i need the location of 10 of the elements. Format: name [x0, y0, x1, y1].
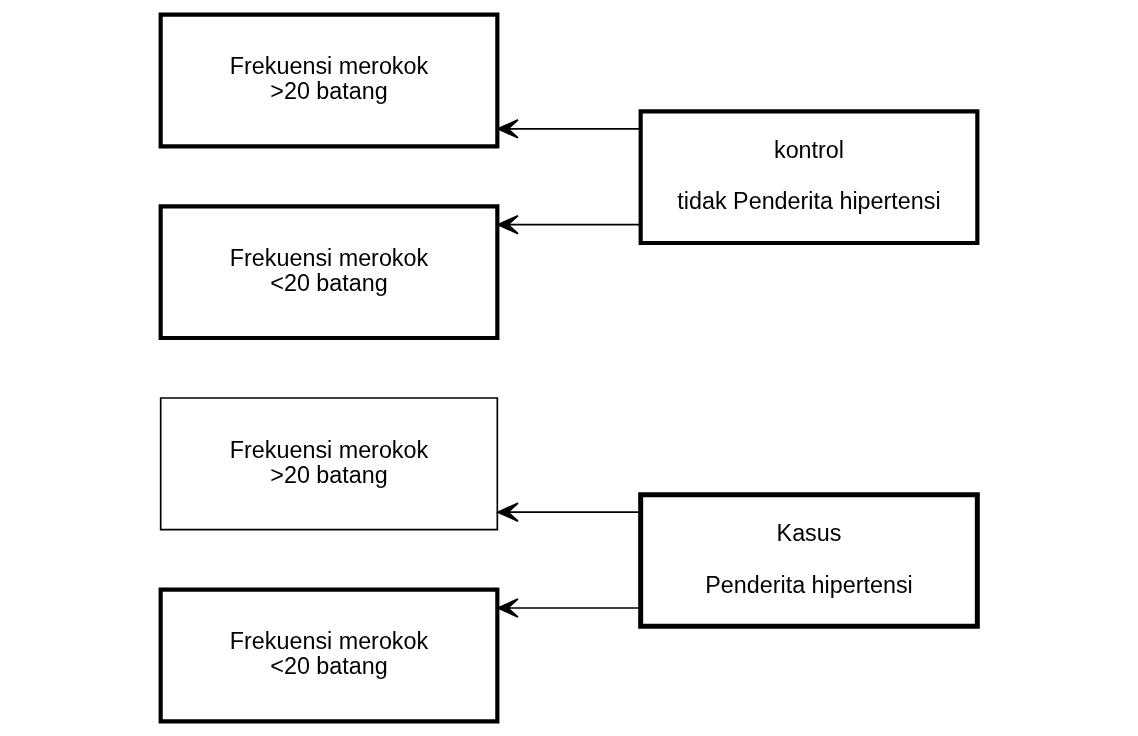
- node-box: Frekuensi merokok <20 batang: [158, 204, 500, 341]
- node-box: Kasus Penderita hipertensi: [638, 492, 980, 629]
- node-box: kontrol tidak Penderita hipertensi: [638, 109, 980, 246]
- node-box: Frekuensi merokok <20 batang: [158, 587, 500, 724]
- arrow: [497, 502, 642, 522]
- node-box: Frekuensi merokok >20 batang: [159, 397, 499, 531]
- arrow: [497, 214, 642, 235]
- arrow: [497, 598, 642, 618]
- arrow: [497, 119, 642, 139]
- node-box: Frekuensi merokok >20 batang: [158, 12, 500, 149]
